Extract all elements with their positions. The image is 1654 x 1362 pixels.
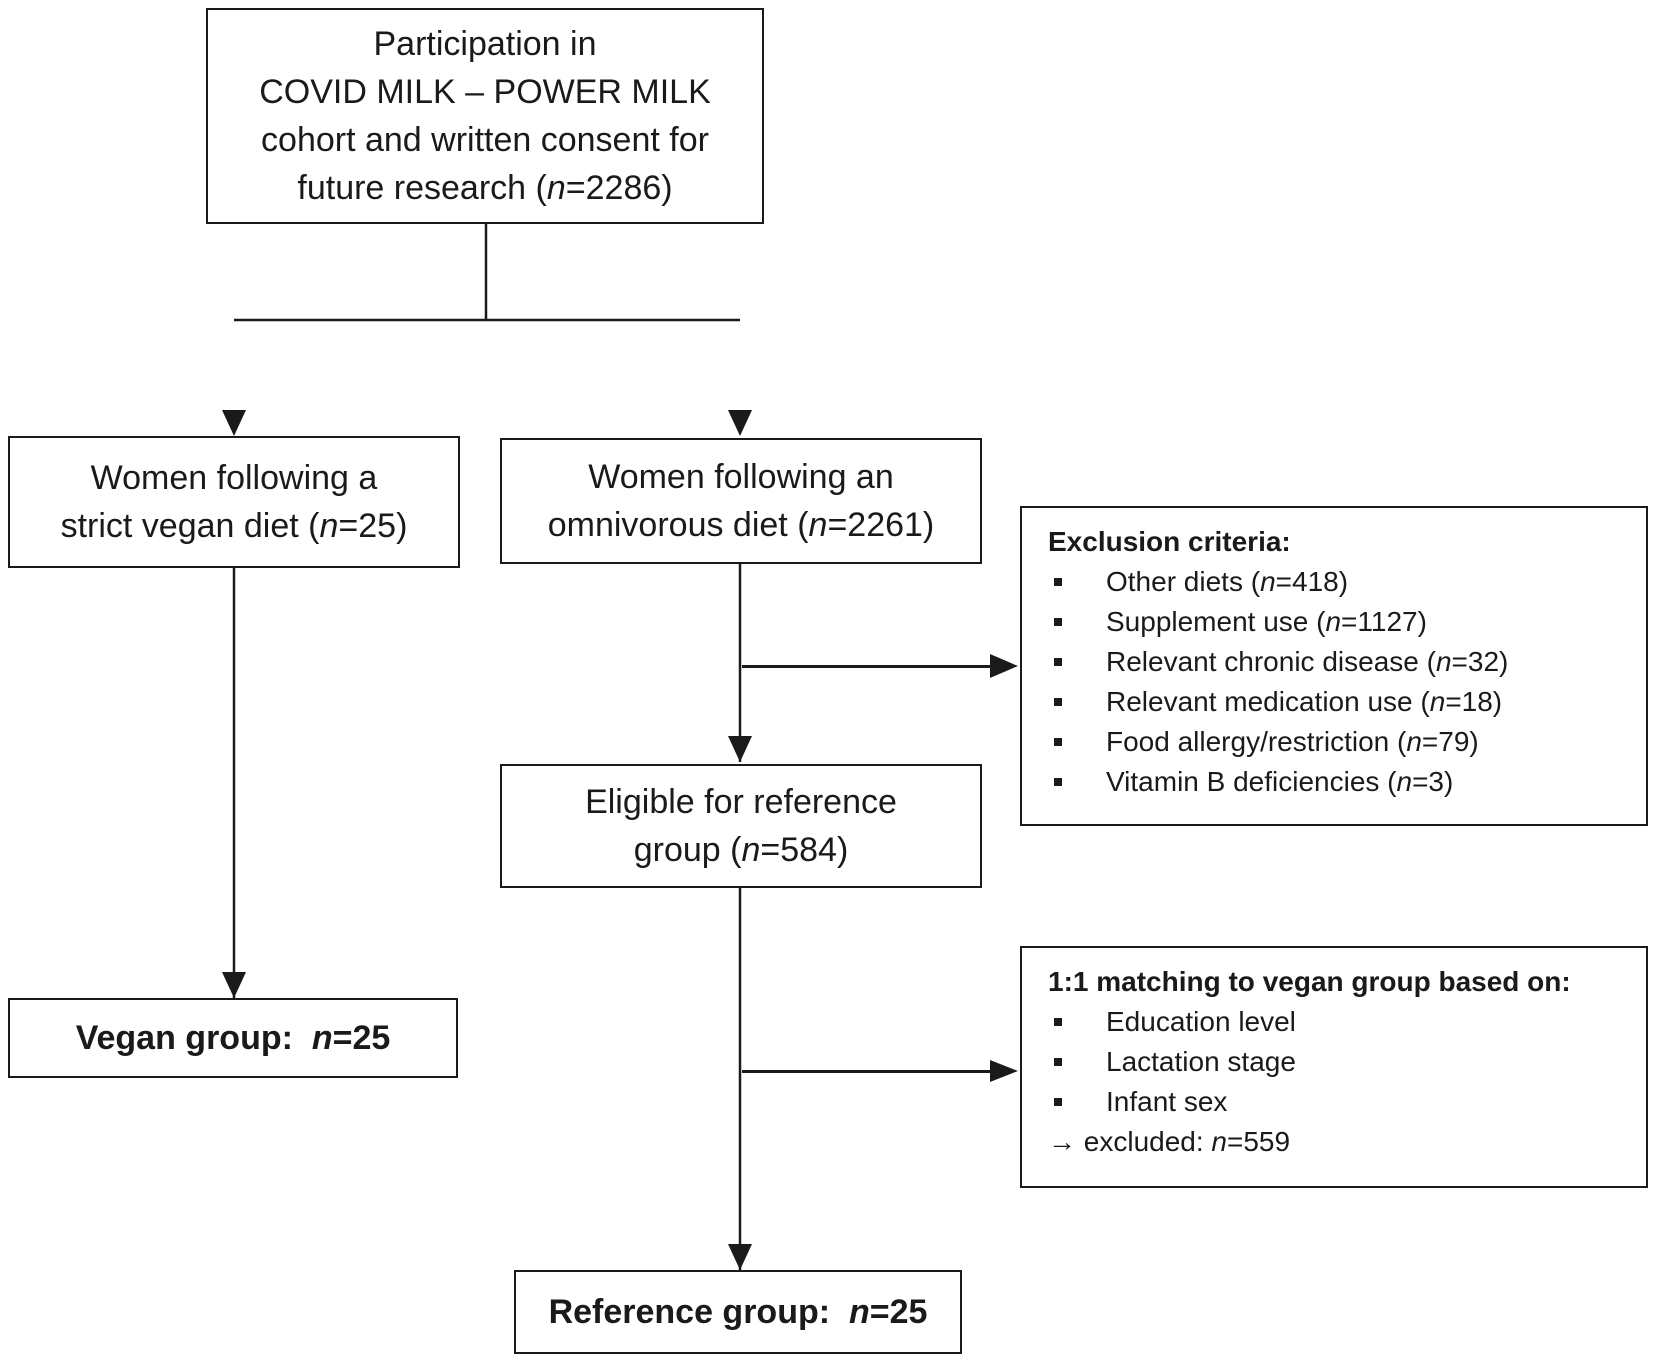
matching-box: 1:1 matching to vegan group based on: Ed… [1020, 946, 1648, 1188]
matching-item-label: Infant sex [1106, 1086, 1228, 1117]
matching-excluded-line: → excluded: n=559 [1048, 1122, 1646, 1162]
eligible-count: =584) [760, 831, 849, 869]
exclusion-item-food-allergy: Food allergy/restriction (n=79) [1048, 722, 1646, 762]
eligible-line-2: group (n=584) [634, 826, 849, 874]
vegan-diet-line-2-text: strict vegan diet ( [60, 507, 320, 545]
arrow-to-matching-head [990, 1060, 1018, 1082]
exclusion-criteria-title: Exclusion criteria: [1048, 526, 1291, 557]
matching-item-infant-sex: Infant sex [1048, 1082, 1646, 1122]
vegan-diet-box: Women following a strict vegan diet (n=2… [8, 436, 460, 568]
exclusion-item-label: Vitamin B deficiencies ( [1106, 766, 1397, 797]
eligible-line-1: Eligible for reference [585, 783, 897, 821]
n-symbol: n [848, 1293, 870, 1331]
matching-item-label: Lactation stage [1106, 1046, 1296, 1077]
eligible-reference-box: Eligible for reference group (n=584) [500, 764, 982, 888]
bullet-icon [1054, 738, 1062, 746]
exclusion-item-other-diets: Other diets (n=418) [1048, 562, 1646, 602]
matching-item-lactation: Lactation stage [1048, 1042, 1646, 1082]
arrowhead-reference [728, 1244, 752, 1270]
participation-box: Participation in COVID MILK – POWER MILK… [206, 8, 764, 224]
bullet-icon [1054, 1058, 1062, 1066]
n-symbol: n [1429, 686, 1446, 717]
omnivorous-diet-line-2: omnivorous diet (n=2261) [548, 501, 935, 549]
omnivorous-diet-line-2-text: omnivorous diet ( [547, 506, 809, 544]
arrowhead-eligible [728, 736, 752, 762]
exclusion-item-vitamin-b: Vitamin B deficiencies (n=3) [1048, 762, 1646, 802]
exclusion-item-count: =32) [1451, 646, 1509, 677]
arrowhead-vegan-group [222, 972, 246, 998]
reference-group-label: Reference group: [548, 1293, 849, 1331]
exclusion-item-chronic-disease: Relevant chronic disease (n=32) [1048, 642, 1646, 682]
reference-group-count: =25 [869, 1293, 928, 1331]
eligible-line-2-text: group ( [633, 831, 742, 869]
exclusion-item-supplement-use: Supplement use (n=1127) [1048, 602, 1646, 642]
matching-excluded-count: =559 [1227, 1126, 1291, 1157]
exclusion-item-label: Relevant chronic disease ( [1106, 646, 1436, 677]
exclusion-item-label: Relevant medication use ( [1106, 686, 1430, 717]
right-arrow-icon: → [1048, 1126, 1076, 1157]
vegan-group-count: =25 [332, 1019, 391, 1057]
exclusion-item-count: =1127) [1341, 606, 1427, 637]
n-symbol: n [808, 506, 828, 544]
bullet-icon [1054, 618, 1062, 626]
reference-group-box: Reference group: n=25 [514, 1270, 962, 1354]
bullet-icon [1054, 1018, 1062, 1026]
arrowhead-vegan-diet [222, 410, 246, 436]
exclusion-item-count: =418) [1275, 566, 1349, 597]
n-symbol: n [741, 831, 761, 869]
n-symbol: n [311, 1019, 333, 1057]
arrow-to-matching-shaft [742, 1070, 992, 1073]
participation-line-1: Participation in [373, 25, 597, 63]
participation-count: =2286) [565, 169, 673, 207]
participation-line-2: COVID MILK – POWER MILK [259, 73, 711, 111]
n-symbol: n [1211, 1126, 1227, 1157]
bullet-icon [1054, 778, 1062, 786]
matching-item-label: Education level [1106, 1006, 1296, 1037]
exclusion-item-count: =79) [1421, 726, 1479, 757]
vegan-diet-count: =25) [338, 507, 408, 545]
omnivorous-diet-box: Women following an omnivorous diet (n=22… [500, 438, 982, 564]
matching-item-education: Education level [1048, 1002, 1646, 1042]
omnivorous-diet-line-1: Women following an [588, 458, 894, 496]
arrow-to-exclusion-shaft [742, 665, 992, 668]
bullet-icon [1054, 658, 1062, 666]
vegan-diet-line-1: Women following a [90, 459, 378, 497]
exclusion-item-count: =18) [1445, 686, 1503, 717]
bullet-icon [1054, 1098, 1062, 1106]
arrow-to-exclusion-head [990, 654, 1018, 678]
exclusion-criteria-box: Exclusion criteria: Other diets (n=418) … [1020, 506, 1648, 826]
arrowhead-omnivorous-diet [728, 410, 752, 436]
n-symbol: n [1406, 726, 1422, 757]
vegan-group-label: Vegan group: [75, 1019, 312, 1057]
matching-title: 1:1 matching to vegan group based on: [1048, 966, 1571, 997]
participation-line-4-text: future research ( [297, 169, 547, 207]
vegan-group-line: Vegan group: n=25 [76, 1014, 391, 1062]
exclusion-item-medication-use: Relevant medication use (n=18) [1048, 682, 1646, 722]
n-symbol: n [1435, 646, 1452, 677]
exclusion-item-label: Food allergy/restriction ( [1106, 726, 1407, 757]
omnivorous-diet-count: =2261) [827, 506, 935, 544]
vegan-diet-line-2: strict vegan diet (n=25) [61, 502, 408, 550]
bullet-icon [1054, 698, 1062, 706]
participation-line-4: future research (n=2286) [297, 164, 672, 212]
n-symbol: n [319, 507, 339, 545]
n-symbol: n [1325, 606, 1342, 637]
vegan-group-box: Vegan group: n=25 [8, 998, 458, 1078]
n-symbol: n [1260, 566, 1276, 597]
n-symbol: n [546, 169, 566, 207]
participation-line-3: cohort and written consent for [261, 121, 709, 159]
n-symbol: n [1396, 766, 1413, 797]
exclusion-item-label: Other diets ( [1106, 566, 1261, 597]
reference-group-line: Reference group: n=25 [549, 1288, 928, 1336]
exclusion-item-count: =3) [1412, 766, 1454, 797]
exclusion-item-label: Supplement use ( [1106, 606, 1326, 637]
bullet-icon [1054, 578, 1062, 586]
matching-excluded-label: excluded: [1076, 1126, 1212, 1157]
